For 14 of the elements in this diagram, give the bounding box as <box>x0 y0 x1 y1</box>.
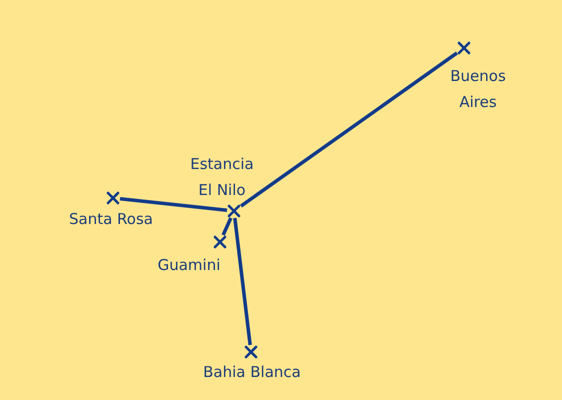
place-label: Buenos Aires <box>449 66 507 113</box>
place-label: Estancia El Nilo <box>189 154 255 201</box>
place-label: Santa Rosa <box>69 209 153 230</box>
cross-marker-icon <box>244 345 258 359</box>
cross-marker-icon <box>213 235 227 249</box>
route-line <box>120 197 228 212</box>
cross-marker-icon <box>227 204 241 218</box>
cross-marker-icon <box>106 191 120 205</box>
route-line <box>222 217 232 236</box>
route-line <box>240 52 458 208</box>
place-label: Guamini <box>158 255 220 276</box>
route-line <box>233 218 252 346</box>
cross-marker-icon <box>457 41 471 55</box>
place-label: Bahia Blanca <box>203 362 301 383</box>
